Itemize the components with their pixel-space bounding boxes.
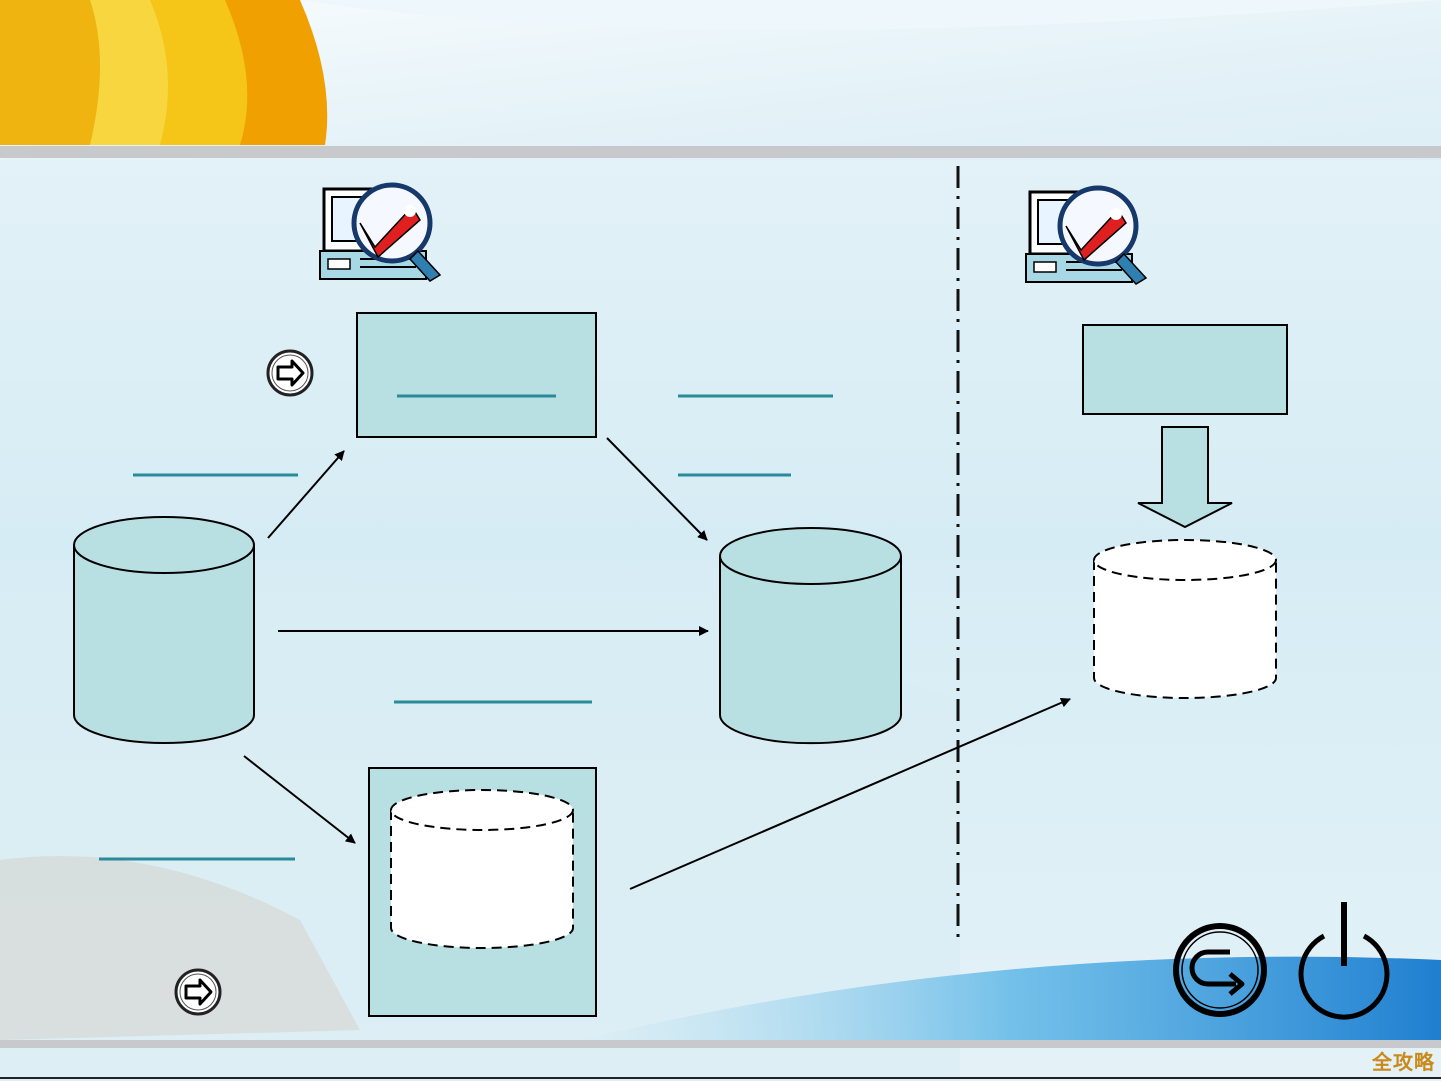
database-cylinder-source xyxy=(73,516,255,744)
footer-divider xyxy=(0,1040,1441,1048)
power-icon[interactable] xyxy=(1298,902,1390,1020)
return-button[interactable] xyxy=(1173,923,1267,1017)
process-box-top xyxy=(356,312,597,438)
sun-banner-decor xyxy=(0,0,328,145)
connector-arrow xyxy=(243,755,356,844)
down-block-arrow xyxy=(1137,426,1233,529)
label-placeholder-lines xyxy=(99,394,833,861)
header-divider xyxy=(0,146,1441,158)
connector-arrow xyxy=(267,450,345,539)
right-arrow-button-icon[interactable] xyxy=(266,349,314,397)
database-cylinder-dashed-right xyxy=(1093,539,1277,699)
connector-arrow xyxy=(629,697,1071,890)
right-arrow-button-icon[interactable] xyxy=(174,968,222,1016)
database-cylinder-target xyxy=(719,527,902,745)
process-box-right xyxy=(1082,324,1288,415)
watermark-text: 全攻略 xyxy=(1372,1050,1435,1074)
connector-arrow xyxy=(606,437,708,541)
computer-magnifier-icon xyxy=(319,182,442,282)
computer-magnifier-icon xyxy=(1025,185,1148,285)
database-cylinder-dashed xyxy=(390,789,574,949)
